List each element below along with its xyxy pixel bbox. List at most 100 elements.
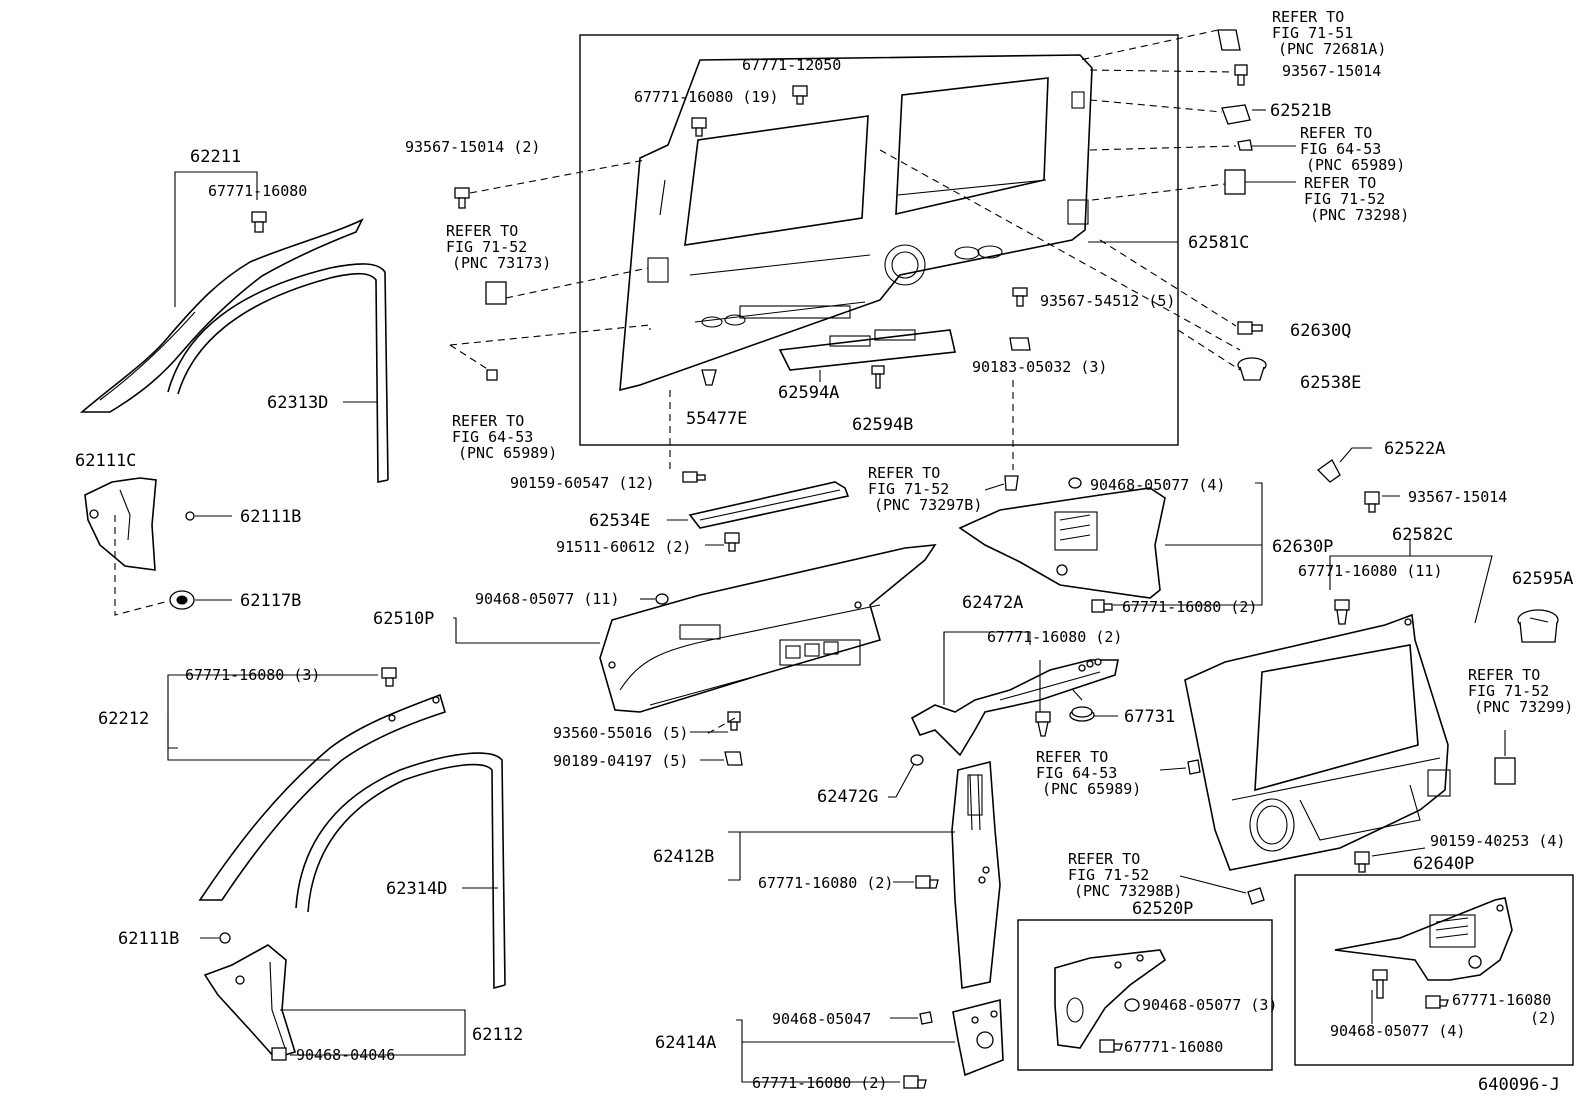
leader-refer-64-53-c	[1159, 767, 1187, 771]
screw-icon	[910, 754, 924, 766]
diagram-id-label: 640096-J	[1478, 1075, 1560, 1095]
part-label-67771-16080-2: 67771-16080 (2)	[1122, 598, 1257, 616]
dashed-leader	[1089, 99, 1223, 113]
clip-icon	[1009, 337, 1031, 351]
part-label-67771-16080-2-d: 67771-16080 (2)	[752, 1074, 887, 1092]
part-label-62630Q: 62630Q	[1290, 321, 1351, 341]
clip-icon	[1099, 1039, 1123, 1053]
part-label-62472A: 62472A	[962, 593, 1023, 613]
part-label-62630P: 62630P	[1272, 537, 1333, 557]
leader-62212-top	[167, 674, 378, 749]
part-label-62538E: 62538E	[1300, 373, 1361, 393]
refer-note-71-52-line1: REFER TO	[446, 222, 518, 240]
clip-icon	[1425, 995, 1449, 1009]
dashed-leader	[879, 149, 1241, 351]
refer-note-71-52-line3: (PNC 73173)	[452, 254, 551, 272]
part-label-62111B: 62111B	[240, 507, 301, 527]
part-label-67771-16080-b: 67771-16080	[1124, 1038, 1223, 1056]
refer-note-71-52-line2: FIG 71-52	[446, 238, 527, 256]
clip-icon	[271, 1047, 287, 1061]
dashed-leader	[505, 267, 649, 299]
part-label-90468-05077-3: 90468-05077 (3)	[1142, 996, 1277, 1014]
part-label-90468-05047: 90468-05047	[772, 1010, 871, 1028]
screw-icon	[1012, 287, 1028, 307]
part-label-62510P: 62510P	[373, 609, 434, 629]
refer-note-71-52-c-line1: REFER TO	[868, 464, 940, 482]
dashed-leader	[1089, 69, 1233, 73]
clip-icon	[1334, 599, 1350, 625]
part-label-67771-16080-e: 67771-16080	[1452, 991, 1551, 1009]
part-label-62414A: 62414A	[655, 1033, 716, 1053]
part-62314D-weatherstrip	[295, 752, 506, 990]
screw-icon	[454, 187, 470, 209]
part-label-90468-04046: 90468-04046	[296, 1046, 395, 1064]
clip-icon	[486, 369, 498, 381]
refer-note-64-53-c-line1: REFER TO	[1036, 748, 1108, 766]
leader-62510P	[453, 617, 600, 644]
dashed-leader	[469, 159, 646, 194]
leader-62211	[174, 171, 258, 307]
part-label-67771-12050: 67771-12050	[742, 56, 841, 74]
part-label-67771-16080-19: 67771-16080 (19)	[634, 88, 779, 106]
screw-icon	[1364, 491, 1380, 513]
refer-note-71-51-line1: REFER TO	[1272, 8, 1344, 26]
leader-62414A-bracket	[736, 1019, 900, 1083]
refer-note-71-52-d-line1: REFER TO	[1468, 666, 1540, 684]
part-label-62595A: 62595A	[1512, 569, 1573, 589]
refer-note-71-52-b-line2: FIG 71-52	[1304, 190, 1385, 208]
clip-icon	[1224, 169, 1246, 195]
part-62640P-lower-trim-right	[1334, 897, 1513, 981]
part-62313D-weatherstrip	[167, 263, 389, 483]
part-label-67771-16080-11: 67771-16080 (11)	[1298, 562, 1443, 580]
clip-icon	[1035, 711, 1051, 737]
part-label-62412B: 62412B	[653, 847, 714, 867]
assembly-box-62520P	[1017, 919, 1273, 1071]
screw-icon	[1234, 64, 1248, 86]
dashed-leader	[1089, 145, 1237, 151]
leader-62212-bottom	[167, 718, 330, 761]
clip-icon	[1247, 887, 1265, 905]
leader-refer-71-52-e	[1179, 875, 1247, 894]
part-label-62314D: 62314D	[386, 879, 447, 899]
part-label-62313D: 62313D	[267, 393, 328, 413]
part-label-62112: 62112	[472, 1025, 523, 1045]
leader-62522A	[1339, 447, 1372, 463]
part-label-90159-60547-12: 90159-60547 (12)	[510, 474, 655, 492]
leader-62582C-bracket	[1329, 555, 1493, 624]
grommet-icon	[169, 590, 195, 610]
part-label-90468-05077-4-b: 90468-05077 (4)	[1330, 1022, 1465, 1040]
clip-icon	[727, 711, 741, 731]
part-label-62520P: 62520P	[1132, 899, 1193, 919]
dashed-leader-62117B	[114, 515, 166, 616]
part-62211-pillar-garnish	[79, 218, 364, 413]
screw-icon	[219, 932, 231, 944]
refer-note-71-52-d-line3: (PNC 73299)	[1474, 698, 1573, 716]
clip-icon	[1494, 757, 1516, 785]
screw-icon	[1237, 321, 1263, 335]
part-label-62594B: 62594B	[852, 415, 913, 435]
screw-icon	[724, 532, 740, 552]
clip-icon	[792, 85, 808, 105]
part-62472A-pillar-trim	[910, 658, 1119, 757]
screw-icon	[871, 365, 885, 389]
part-label-90189-04197-5: 90189-04197 (5)	[553, 752, 688, 770]
part-62630P-quarter-trim-upper	[958, 487, 1166, 599]
refer-note-64-53-line3: (PNC 65989)	[458, 444, 557, 462]
screw-icon	[682, 471, 706, 483]
part-label-62521B: 62521B	[1270, 101, 1331, 121]
grommet-icon	[1517, 609, 1559, 643]
part-label-62640P: 62640P	[1413, 854, 1474, 874]
clip-icon	[903, 1075, 927, 1089]
part-label-67771-16080-2-b: 67771-16080 (2)	[987, 628, 1122, 646]
dashed-leader	[1099, 239, 1237, 327]
screw-icon	[1124, 998, 1140, 1012]
refer-note-71-52-b-line3: (PNC 73298)	[1310, 206, 1409, 224]
clip-icon	[919, 1011, 933, 1025]
refer-note-71-52-d-line2: FIG 71-52	[1468, 682, 1549, 700]
screw-icon	[1372, 969, 1388, 999]
part-label-90159-40253-4: 90159-40253 (4)	[1430, 832, 1565, 850]
clip-icon	[724, 751, 743, 766]
clip-icon	[915, 875, 939, 889]
part-label-62111B-lower: 62111B	[118, 929, 179, 949]
